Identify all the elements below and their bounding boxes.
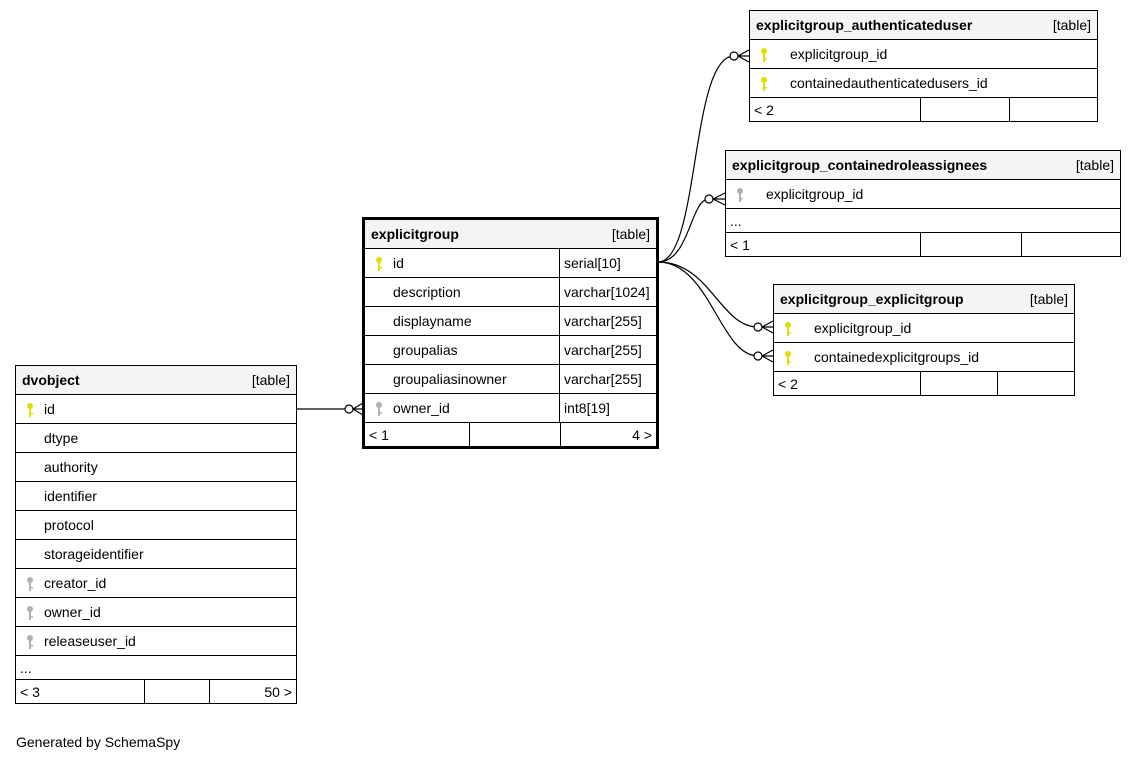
edge-explicitgroup-roleassign [657,198,710,263]
table-egeg[interactable]: explicitgroup_explicitgroup[table]explic… [773,284,1075,396]
table-kind: [table] [251,372,290,388]
table-rows [920,98,1009,121]
column-row[interactable]: groupalias varchar[255] [365,336,656,365]
table-kind: [table] [611,226,650,242]
column-name: groupaliasinowner [393,371,507,387]
column-name: authority [44,459,98,475]
table-dvobject[interactable]: dvobject [table] id dtype authority identifie… [15,365,297,704]
column-name: explicitgroup_id [814,320,912,336]
column-type: varchar[255] [559,336,656,364]
column-row[interactable]: explicitgroup_id [750,40,1097,69]
generated-by-label: Generated by SchemaSpy [16,734,181,750]
table-name[interactable]: explicitgroup_containedroleassignees [732,157,988,173]
table-header[interactable]: explicitgroup [table] [365,220,656,249]
table-name[interactable]: explicitgroup_explicitgroup [780,291,964,307]
column-name: groupalias [393,342,458,358]
column-row[interactable]: containedauthenticatedusers_id [750,69,1097,98]
table-kind: [table] [1052,17,1091,33]
parents-count[interactable]: < 2 [778,375,798,392]
column-name: description [393,284,461,300]
table-name[interactable]: dvobject [22,372,80,388]
column-name: explicitgroup_id [790,46,888,62]
edge-explicitgroup-authuser [657,55,735,263]
column-row[interactable]: identifier [16,482,296,511]
table-header[interactable]: explicitgroup_explicitgroup [table] [774,285,1074,314]
column-row[interactable]: groupaliasinowner varchar[255] [365,365,656,394]
crowfoot-ends [344,49,774,416]
column-row[interactable]: explicitgroup_id [774,314,1074,343]
column-name: containedauthenticatedusers_id [790,75,988,91]
table-rows [920,372,997,395]
column-row[interactable]: id serial[10] [365,249,656,278]
table-name[interactable]: explicitgroup [371,226,459,242]
column-row[interactable]: owner_id [16,598,296,627]
column-row[interactable]: protocol [16,511,296,540]
column-name: owner_id [44,604,101,620]
column-row[interactable]: owner_id int8[19] [365,394,656,423]
column-row[interactable]: displayname varchar[255] [365,307,656,336]
table-kind: [table] [1029,291,1068,307]
table-header[interactable]: explicitgroup_containedroleassignees [tab… [726,151,1120,180]
table-header[interactable]: explicitgroup_authenticateduser [table] [750,11,1097,40]
parents-count[interactable]: < 3 [20,683,40,700]
table-kind: [table] [1075,157,1114,173]
table-footer: < 2 [750,98,1097,121]
column-type: int8[19] [559,394,656,422]
column-name: creator_id [44,575,107,591]
column-row[interactable]: containedexplicitgroups_id [774,343,1074,372]
column-row[interactable]: authority [16,453,296,482]
column-row[interactable]: id [16,395,296,424]
column-name: storageidentifier [44,546,144,562]
column-type: varchar[1024] [559,278,656,306]
column-type: varchar[255] [559,365,656,393]
column-name: containedexplicitgroups_id [814,349,979,365]
column-row[interactable]: description varchar[1024] [365,278,656,307]
children-count[interactable] [1009,98,1097,121]
table-rows [468,423,560,446]
column-row[interactable]: storageidentifier [16,540,296,569]
column-name: identifier [44,488,97,504]
children-count[interactable]: 50 > [209,680,296,703]
column-name: displayname [393,313,472,329]
table-header[interactable]: dvobject [table] [16,366,296,395]
table-footer: < 1 4 > [365,423,656,446]
column-name: protocol [44,517,94,533]
column-name: releaseuser_id [44,633,136,649]
more-columns[interactable]: ... [16,656,296,680]
edge-explicitgroup-egeg-2 [657,261,759,357]
table-rows [920,233,1021,256]
table-name[interactable]: explicitgroup_authenticateduser [756,17,973,33]
table-footer: < 2 [774,372,1074,395]
table-authuser[interactable]: explicitgroup_authenticateduser[table]ex… [749,10,1098,122]
column-name: id [393,255,404,271]
column-type: serial[10] [559,249,656,277]
parents-count[interactable]: < 2 [754,101,774,118]
children-count[interactable]: 4 > [560,423,656,446]
column-name: dtype [44,430,79,446]
column-row[interactable]: creator_id [16,569,296,598]
parents-count[interactable]: < 1 [730,236,750,253]
table-rows [143,680,210,703]
column-row[interactable]: explicitgroup_id [726,180,1120,209]
children-count[interactable] [997,372,1074,395]
column-name: explicitgroup_id [766,186,864,202]
column-name: owner_id [393,400,450,416]
table-roleassign[interactable]: explicitgroup_containedroleassignees [tab… [725,150,1121,257]
column-type: varchar[255] [559,307,656,335]
more-columns[interactable]: ... [726,209,1120,233]
column-name: id [44,401,55,417]
parents-count[interactable]: < 1 [369,426,389,443]
column-row[interactable]: releaseuser_id [16,627,296,656]
edge-explicitgroup-egeg-1 [657,261,759,328]
children-count[interactable] [1021,233,1120,256]
column-row[interactable]: dtype [16,424,296,453]
table-footer: < 1 [726,233,1120,256]
table-footer: < 3 50 > [16,680,296,703]
